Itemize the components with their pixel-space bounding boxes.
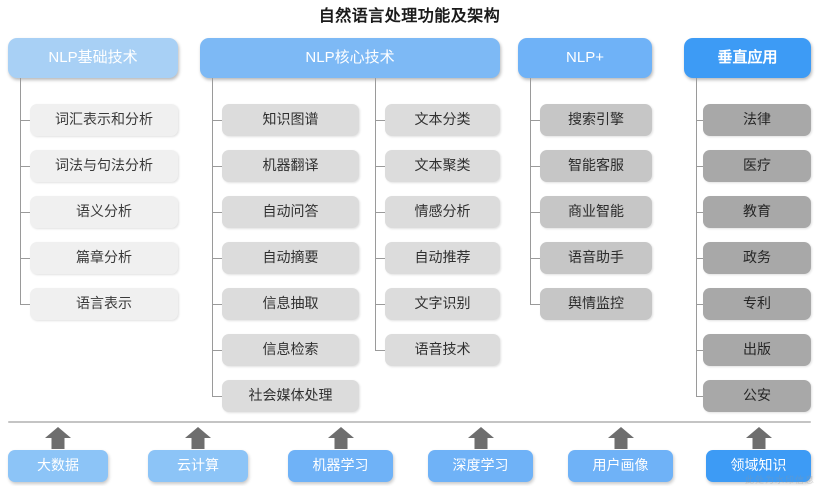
connector-h-nlp-basic-0 bbox=[20, 120, 30, 121]
item-nlp-basic-3[interactable]: 篇章分析 bbox=[30, 242, 178, 274]
connector-h-nlp-core-1-2 bbox=[212, 212, 222, 213]
connector-h-nlp-core-1-6 bbox=[212, 396, 222, 397]
connector-v-nlp-basic bbox=[20, 78, 21, 304]
item-nlp-core-1-1[interactable]: 机器翻译 bbox=[222, 150, 359, 182]
connector-h-nlp-plus-0 bbox=[530, 120, 540, 121]
column-header-nlp-plus[interactable]: NLP+ bbox=[518, 38, 652, 78]
connector-h-nlp-basic-2 bbox=[20, 212, 30, 213]
column-header-nlp-basic[interactable]: NLP基础技术 bbox=[8, 38, 178, 78]
watermark: 此处为水印信息 bbox=[744, 475, 815, 485]
item-nlp-plus-0[interactable]: 搜索引擎 bbox=[540, 104, 652, 136]
connector-h-nlp-core-2-5 bbox=[375, 350, 385, 351]
item-vertical-apps-5[interactable]: 出版 bbox=[703, 334, 811, 366]
foundation-1[interactable]: 云计算 bbox=[148, 450, 248, 482]
item-nlp-core-2-4[interactable]: 文字识别 bbox=[385, 288, 500, 320]
connector-h-nlp-core-1-1 bbox=[212, 166, 222, 167]
item-nlp-core-1-4[interactable]: 信息抽取 bbox=[222, 288, 359, 320]
item-nlp-plus-3[interactable]: 语音助手 bbox=[540, 242, 652, 274]
foundation-5[interactable]: 领域知识 bbox=[706, 450, 811, 482]
connector-h-vertical-apps-2 bbox=[696, 212, 703, 213]
item-nlp-core-2-2[interactable]: 情感分析 bbox=[385, 196, 500, 228]
connector-h-nlp-core-2-0 bbox=[375, 120, 385, 121]
connector-h-vertical-apps-1 bbox=[696, 166, 703, 167]
connector-h-vertical-apps-0 bbox=[696, 120, 703, 121]
connector-h-nlp-core-2-2 bbox=[375, 212, 385, 213]
connector-h-nlp-core-2-4 bbox=[375, 304, 385, 305]
connector-h-nlp-basic-3 bbox=[20, 258, 30, 259]
column-header-nlp-core[interactable]: NLP核心技术 bbox=[200, 38, 500, 78]
connector-h-nlp-plus-4 bbox=[530, 304, 540, 305]
connector-h-nlp-plus-3 bbox=[530, 258, 540, 259]
item-nlp-core-1-2[interactable]: 自动问答 bbox=[222, 196, 359, 228]
connector-h-nlp-basic-4 bbox=[20, 304, 30, 305]
item-nlp-basic-0[interactable]: 词汇表示和分析 bbox=[30, 104, 178, 136]
up-arrow-1 bbox=[185, 427, 211, 449]
item-nlp-core-2-5[interactable]: 语音技术 bbox=[385, 334, 500, 366]
item-nlp-core-1-6[interactable]: 社会媒体处理 bbox=[222, 380, 359, 412]
item-nlp-core-1-5[interactable]: 信息检索 bbox=[222, 334, 359, 366]
connector-h-nlp-plus-2 bbox=[530, 212, 540, 213]
foundation-4[interactable]: 用户画像 bbox=[568, 450, 673, 482]
item-nlp-plus-1[interactable]: 智能客服 bbox=[540, 150, 652, 182]
connector-h-vertical-apps-6 bbox=[696, 396, 703, 397]
item-vertical-apps-2[interactable]: 教育 bbox=[703, 196, 811, 228]
connector-h-nlp-basic-1 bbox=[20, 166, 30, 167]
connector-v-vertical-apps bbox=[696, 78, 697, 396]
item-vertical-apps-1[interactable]: 医疗 bbox=[703, 150, 811, 182]
foundation-3[interactable]: 深度学习 bbox=[428, 450, 533, 482]
page-title: 自然语言处理功能及架构 bbox=[318, 8, 501, 25]
item-vertical-apps-0[interactable]: 法律 bbox=[703, 104, 811, 136]
connector-h-nlp-core-1-5 bbox=[212, 350, 222, 351]
item-nlp-core-2-1[interactable]: 文本聚类 bbox=[385, 150, 500, 182]
connector-h-nlp-core-2-1 bbox=[375, 166, 385, 167]
connector-h-nlp-plus-1 bbox=[530, 166, 540, 167]
up-arrow-0 bbox=[45, 427, 71, 449]
up-arrow-5 bbox=[746, 427, 772, 449]
item-nlp-plus-2[interactable]: 商业智能 bbox=[540, 196, 652, 228]
up-arrow-4 bbox=[608, 427, 634, 449]
foundation-divider bbox=[8, 421, 811, 423]
item-nlp-core-2-3[interactable]: 自动推荐 bbox=[385, 242, 500, 274]
item-nlp-basic-2[interactable]: 语义分析 bbox=[30, 196, 178, 228]
item-nlp-core-1-0[interactable]: 知识图谱 bbox=[222, 104, 359, 136]
item-nlp-core-1-3[interactable]: 自动摘要 bbox=[222, 242, 359, 274]
connector-v-nlp-core-2 bbox=[375, 78, 376, 350]
foundation-0[interactable]: 大数据 bbox=[8, 450, 108, 482]
up-arrow-3 bbox=[468, 427, 494, 449]
item-nlp-plus-4[interactable]: 舆情监控 bbox=[540, 288, 652, 320]
foundation-2[interactable]: 机器学习 bbox=[288, 450, 393, 482]
item-nlp-basic-1[interactable]: 词法与句法分析 bbox=[30, 150, 178, 182]
connector-h-vertical-apps-3 bbox=[696, 258, 703, 259]
item-nlp-core-2-0[interactable]: 文本分类 bbox=[385, 104, 500, 136]
item-nlp-basic-4[interactable]: 语言表示 bbox=[30, 288, 178, 320]
item-vertical-apps-6[interactable]: 公安 bbox=[703, 380, 811, 412]
column-header-vertical-apps[interactable]: 垂直应用 bbox=[684, 38, 811, 78]
item-vertical-apps-4[interactable]: 专利 bbox=[703, 288, 811, 320]
connector-h-nlp-core-1-0 bbox=[212, 120, 222, 121]
connector-h-nlp-core-1-3 bbox=[212, 258, 222, 259]
connector-h-vertical-apps-5 bbox=[696, 350, 703, 351]
up-arrow-2 bbox=[328, 427, 354, 449]
connector-h-nlp-core-1-4 bbox=[212, 304, 222, 305]
connector-h-nlp-core-2-3 bbox=[375, 258, 385, 259]
item-vertical-apps-3[interactable]: 政务 bbox=[703, 242, 811, 274]
connector-h-vertical-apps-4 bbox=[696, 304, 703, 305]
connector-v-nlp-plus bbox=[530, 78, 531, 304]
connector-v-nlp-core-1 bbox=[212, 78, 213, 396]
